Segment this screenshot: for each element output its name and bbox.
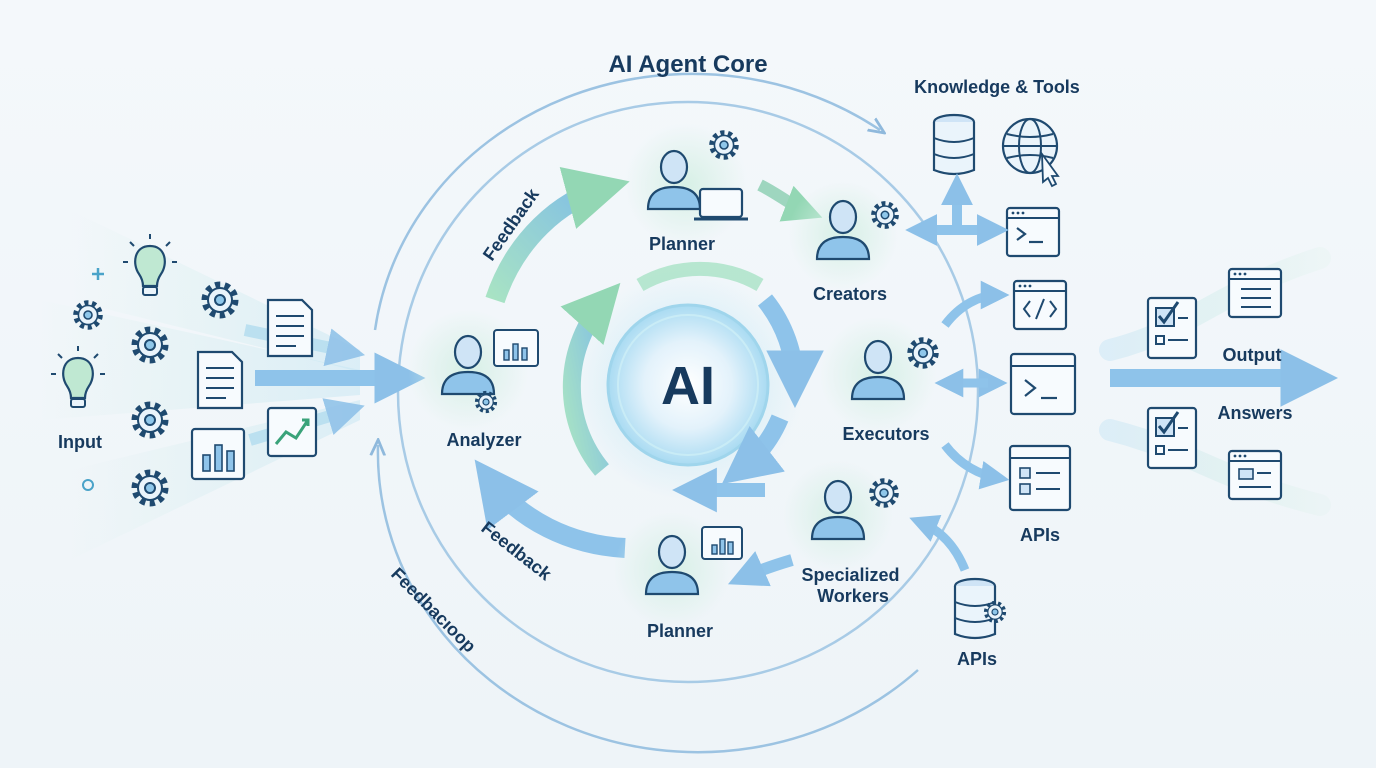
executors-label: Executors (842, 424, 929, 444)
answers-label: Answers (1217, 403, 1292, 423)
api-window-icon (1008, 444, 1072, 512)
inner-cycle-arrows (560, 261, 824, 485)
planner-top-label: Planner (649, 234, 715, 254)
core-title: AI Agent Core (608, 51, 767, 78)
feedback-arrows (474, 167, 823, 587)
database-icon (932, 113, 976, 176)
workers-label-line-2: Workers (817, 586, 889, 606)
chart-icon (190, 427, 246, 481)
workers-label-line-1: Specialized (801, 565, 899, 585)
terminal-icon (1005, 206, 1061, 258)
executor-connectors (934, 280, 1010, 490)
code-window-icon (1012, 279, 1068, 331)
apis-bottom-label: APIs (957, 649, 997, 669)
document-icon (196, 350, 244, 410)
sparkle-dot (82, 479, 94, 491)
checklist-icon (1146, 406, 1198, 470)
analyzer-label: Analyzer (446, 430, 521, 450)
apis-to-workers-arrow (909, 515, 970, 572)
planner-bottom-node (614, 512, 743, 628)
knowledge-tools-label: Knowledge & Tools (914, 77, 1080, 97)
chart-icon (701, 526, 743, 560)
terminal-icon (1009, 352, 1077, 416)
creators-node (788, 180, 898, 290)
input-label: Input (58, 432, 102, 452)
checklist-icon (1146, 296, 1198, 360)
workers-label: Specialized Workers (801, 565, 904, 606)
chart-icon (493, 329, 539, 367)
chart-icon (266, 406, 318, 458)
sparkle-plus (92, 268, 104, 280)
output-beams (1099, 247, 1331, 516)
input-icons (49, 232, 318, 503)
laptop-icon (694, 187, 748, 221)
executors-node (820, 317, 936, 433)
output-label: Output (1223, 345, 1282, 365)
core-center-label: AI (661, 356, 715, 416)
analyzer-node (408, 310, 539, 430)
planner-top-node (624, 123, 748, 247)
document-icon (266, 298, 314, 358)
workers-node (783, 460, 896, 570)
planner-bottom-label: Planner (647, 621, 713, 641)
document-window-icon (1227, 267, 1283, 319)
apis-right-label: APIs (1020, 525, 1060, 545)
document-window-icon (1227, 449, 1283, 501)
tool-connector (905, 173, 1009, 247)
creators-label: Creators (813, 284, 887, 304)
globe-icon (1001, 117, 1060, 188)
